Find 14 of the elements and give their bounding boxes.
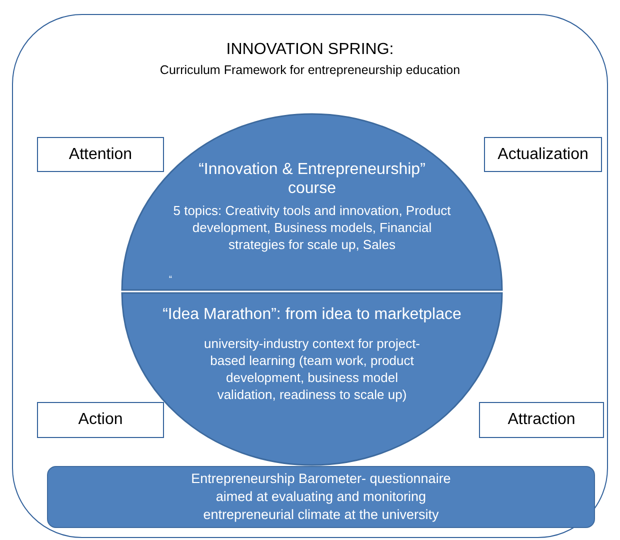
label-box: Attraction xyxy=(479,402,604,438)
marathon-text: university-industry context for project-based learning (team work, product development, business model validation, readiness to scale up) xyxy=(202,335,422,403)
topics-text: 5 topics: Creativity tools and innovation, Product development, Business models, Financial strategies for scale up, Sales xyxy=(172,202,452,253)
marathon-title: “Idea Marathon”: from idea to marketplace xyxy=(162,305,462,325)
panel-heading: INNOVATION SPRING: xyxy=(225,41,395,59)
label-box: Attention xyxy=(37,137,164,172)
course-title: “Innovation & Entrepreneurship” course xyxy=(198,160,426,198)
label-box: Action xyxy=(37,402,164,438)
label-box: Actualization xyxy=(484,137,602,172)
barometer-bar: Entrepreneurship Barometer- questionnaire aimed at evaluating and monitoring entrepreneurial climate at the university xyxy=(47,466,595,528)
ellipse-bottom-half xyxy=(122,293,502,465)
framework-panel xyxy=(12,14,608,538)
quote-mark: “ xyxy=(169,274,172,284)
panel-subheading: Curriculum Framework for entrepreneurship education xyxy=(158,63,462,77)
